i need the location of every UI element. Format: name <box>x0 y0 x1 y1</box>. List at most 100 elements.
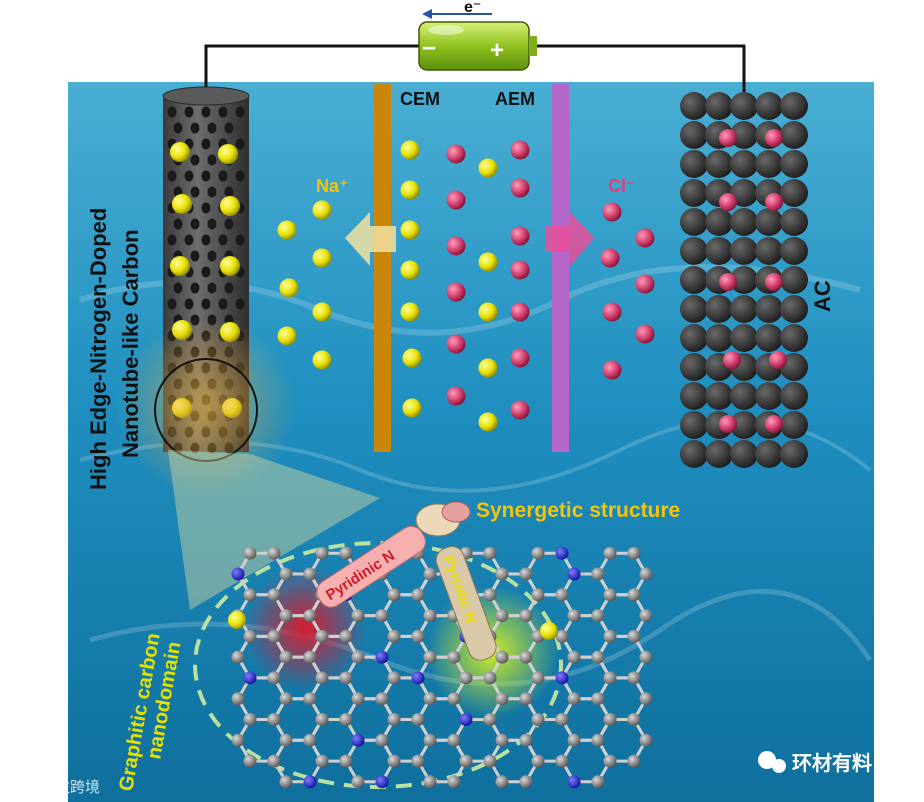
carbon-particle <box>780 208 808 236</box>
carbon-atom <box>639 733 653 747</box>
zoom-glow <box>116 316 296 496</box>
carbon-atom <box>459 754 473 768</box>
carbon-atom <box>411 629 425 643</box>
carbon-atom <box>375 692 389 706</box>
carbon-particle <box>680 295 708 323</box>
cem-membrane <box>374 84 391 452</box>
nitrogen-atom <box>231 567 245 581</box>
carbon-atom <box>555 713 569 726</box>
chloride-ion <box>510 140 530 160</box>
carbon-particle <box>780 324 808 352</box>
tube-pore <box>190 282 200 294</box>
carbon-atom <box>555 629 569 643</box>
sodium-ion <box>277 220 297 240</box>
carbon-particle <box>680 266 708 294</box>
tube-pore <box>207 218 217 230</box>
tube-pore <box>218 170 228 182</box>
carbon-atom <box>495 692 509 706</box>
chloride-ion <box>602 360 622 380</box>
tube-pore <box>201 202 211 214</box>
carbon-atom <box>423 609 437 623</box>
chloride-ion <box>602 202 622 222</box>
tube-pore <box>201 138 211 150</box>
carbon-atom <box>387 713 401 726</box>
tube-pore <box>218 106 228 118</box>
sodium-ion <box>478 158 498 178</box>
carbon-atom <box>375 609 389 623</box>
tube-pore <box>218 234 228 246</box>
carbon-atom <box>351 775 365 789</box>
nitrogen-atom <box>459 713 473 726</box>
carbon-atom <box>315 546 329 560</box>
carbon-atom <box>519 733 533 747</box>
sodium-ion <box>218 144 238 164</box>
carbon-particle <box>680 237 708 265</box>
nitrogen-atom <box>351 733 365 747</box>
chloride-ion <box>446 334 466 354</box>
battery-plus: + <box>490 37 504 64</box>
carbon-atom <box>387 671 401 685</box>
carbon-atom <box>231 733 245 747</box>
carbon-particle <box>705 324 733 352</box>
carbon-atom <box>495 775 509 789</box>
chloride-ions <box>446 140 655 420</box>
carbon-atom <box>567 692 581 706</box>
carbon-atom <box>243 713 257 726</box>
carbon-particle <box>730 208 758 236</box>
chloride-ion <box>719 415 737 433</box>
carbon-particle <box>730 92 758 120</box>
carbon-particle <box>755 92 783 120</box>
carbon-particle <box>680 208 708 236</box>
chloride-ion <box>510 178 530 198</box>
sodium-ion-label: Na⁺ <box>316 176 349 196</box>
carbon-atom <box>231 692 245 706</box>
left-electrode-title-line1: High Edge-Nitrogen-Doped <box>86 208 111 490</box>
chloride-ion <box>719 193 737 211</box>
chloride-ion <box>765 415 783 433</box>
cem-label: CEM <box>400 89 440 109</box>
battery: − + <box>418 21 537 71</box>
tube-pore <box>201 234 211 246</box>
carbon-particle <box>680 411 708 439</box>
carbon-particle <box>755 150 783 178</box>
carbon-atom <box>519 650 533 664</box>
tube-pore <box>207 154 217 166</box>
sodium-ion <box>172 194 192 214</box>
carbon-atom <box>267 671 281 685</box>
carbon-particle <box>705 382 733 410</box>
left-electrode-title-line2: Nanotube-like Carbon <box>118 229 143 458</box>
carbon-particle <box>730 237 758 265</box>
sodium-ion <box>400 260 420 280</box>
tube-pore <box>201 106 211 118</box>
carbon-atom <box>375 733 389 747</box>
carbon-atom <box>495 733 509 747</box>
tube-pore <box>235 106 245 118</box>
chloride-ion <box>510 348 530 368</box>
sodium-ion <box>400 140 420 160</box>
adsorbed-sodium-ion <box>540 622 558 640</box>
tube-pore <box>201 298 211 310</box>
tube-pore <box>224 122 234 134</box>
carbon-atom <box>567 609 581 623</box>
nitrogen-atom <box>375 650 389 664</box>
carbon-atom <box>483 754 497 768</box>
tube-pore <box>190 218 200 230</box>
carbon-particle <box>780 382 808 410</box>
carbon-atom <box>267 588 281 602</box>
watermark-brand: 环材有料 <box>792 751 872 775</box>
carbon-particle <box>755 208 783 236</box>
carbon-particle <box>730 121 758 149</box>
zoom-circle <box>154 358 258 462</box>
carbon-atom <box>591 567 605 581</box>
carbon-atom <box>411 713 425 726</box>
carbon-atom <box>531 546 545 560</box>
carbon-particle <box>680 179 708 207</box>
carbon-particle <box>780 266 808 294</box>
tube-pore <box>184 170 194 182</box>
nitrogen-atom <box>567 567 581 581</box>
carbon-atom <box>627 713 641 726</box>
synergy-label: Synergetic structure <box>476 499 680 522</box>
carbon-particle <box>755 324 783 352</box>
tube-pore <box>235 170 245 182</box>
